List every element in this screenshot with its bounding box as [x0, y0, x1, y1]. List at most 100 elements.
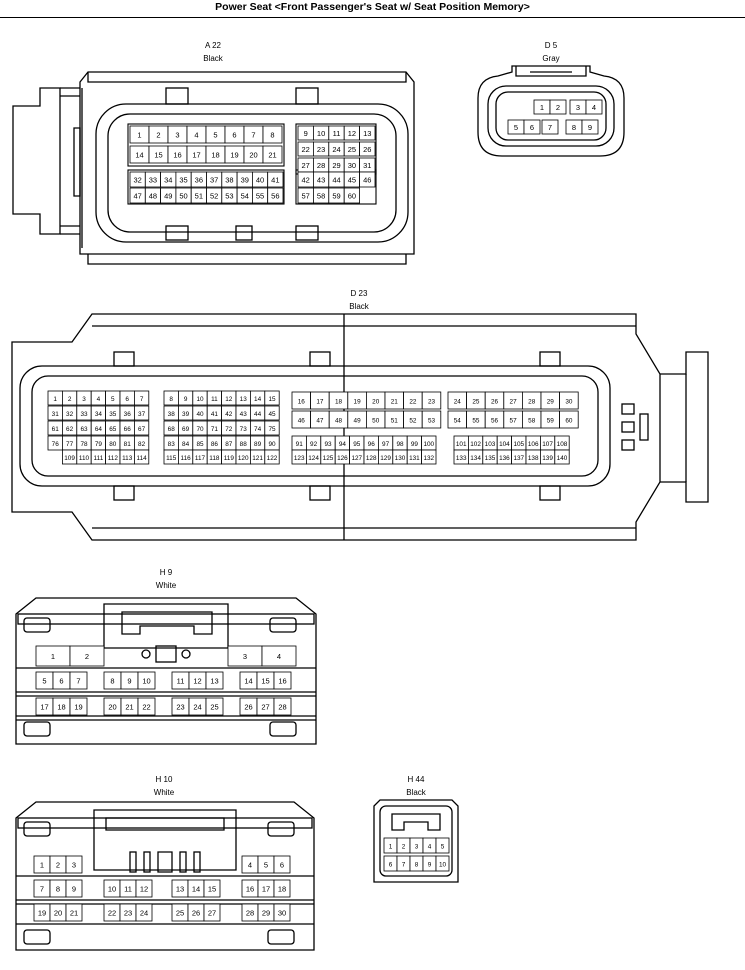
d23-pin-label: 26 — [491, 398, 499, 405]
h10-pin-cell — [65, 903, 83, 922]
d23-pin-label: 102 — [470, 441, 481, 448]
d23-pin-label: 21 — [391, 398, 399, 405]
h10-pin-label: 7 — [40, 884, 44, 893]
h10-pin-label: 14 — [192, 884, 200, 893]
h9-pin-label: 3 — [243, 652, 247, 661]
h9-pin-cell — [69, 671, 88, 690]
d5-pin-label: 3 — [576, 103, 580, 112]
d23-pin-label: 48 — [335, 417, 343, 424]
d23-pin-label: 139 — [542, 455, 553, 462]
d23-pin-label: 16 — [298, 398, 306, 405]
a22-pin-label: 45 — [348, 175, 356, 184]
a22-pin-label: 15 — [154, 150, 162, 159]
h9-pin-label: 5 — [42, 676, 46, 685]
h10-pin-label: 2 — [56, 860, 60, 869]
d23-pin-label: 111 — [94, 455, 104, 462]
d23-pin-label: 138 — [528, 455, 539, 462]
h10-pin-label: 17 — [262, 884, 270, 893]
d23-pin-label: 5 — [111, 396, 115, 403]
d5-pin-label: 7 — [548, 123, 552, 132]
d23-pin-label: 133 — [456, 455, 467, 462]
a22-pin-label: 21 — [268, 150, 276, 159]
h9-pin-label: 14 — [244, 676, 252, 685]
d23-pin-cell — [264, 420, 280, 436]
d23-pin-label: 20 — [372, 398, 380, 405]
d23-connector-body — [11, 313, 709, 541]
a22-pin-label: 28 — [317, 161, 325, 170]
d23-pin-label: 34 — [95, 411, 103, 418]
h10-pin-cell — [273, 879, 291, 898]
d23-pin-label: 58 — [528, 417, 536, 424]
d23-pin-label: 109 — [64, 455, 75, 462]
d23-pin-label: 118 — [209, 455, 220, 462]
d23-pin-label: 134 — [470, 455, 481, 462]
d23-pin-label: 31 — [52, 411, 60, 418]
a22-pin-label: 40 — [256, 175, 264, 184]
d23-pin-label: 72 — [225, 426, 233, 433]
d23-pin-label: 53 — [428, 417, 436, 424]
d23-pin-label: 135 — [485, 455, 496, 462]
d23-pin-label: 46 — [298, 417, 306, 424]
d23-pin-label: 129 — [380, 455, 391, 462]
h10-pin-label: 5 — [264, 860, 268, 869]
d23-pin-label: 140 — [557, 455, 568, 462]
d23-pin-label: 132 — [423, 455, 434, 462]
d23-pin-cell — [421, 449, 437, 465]
d23-pin-label: 32 — [66, 411, 74, 418]
h10-pin-cell — [203, 903, 221, 922]
d23-pin-label: 50 — [372, 417, 380, 424]
d23-pin-label: 98 — [396, 441, 404, 448]
a22-pin-label: 20 — [249, 150, 257, 159]
h10-id-label: H 10 — [156, 775, 173, 784]
d23-pin-label: 128 — [366, 455, 377, 462]
d5-pin-label: 6 — [530, 123, 534, 132]
h10-pin-label: 26 — [192, 908, 200, 917]
a22-pin-label: 43 — [317, 175, 325, 184]
a22-pin-label: 37 — [210, 175, 218, 184]
h9-pin-label: 11 — [177, 676, 185, 685]
d23-pin-label: 44 — [254, 411, 262, 418]
h10-pin-label: 25 — [176, 908, 184, 917]
d23-pin-label: 100 — [423, 441, 434, 448]
d23-pin-label: 37 — [138, 411, 146, 418]
a22-pin-label: 6 — [232, 130, 236, 139]
a22-pin-label: 53 — [225, 191, 233, 200]
h9-pin-label: 17 — [40, 702, 48, 711]
h9-pin-label: 25 — [210, 702, 218, 711]
a22-pin-cell — [359, 125, 376, 141]
d5-pin-cell — [549, 99, 567, 115]
d23-pin-label: 49 — [354, 417, 362, 424]
d23-pin-label: 15 — [268, 396, 276, 403]
d23-pin-label: 112 — [108, 455, 119, 462]
d23-pin-label: 17 — [316, 398, 324, 405]
a22-pin-cell — [359, 171, 376, 188]
d23-pin-label: 39 — [182, 411, 190, 418]
d23-pin-label: 38 — [168, 411, 176, 418]
h10-pin-label: 6 — [280, 860, 284, 869]
d23-pin-label: 28 — [528, 398, 536, 405]
d23-pin-label: 35 — [109, 411, 117, 418]
a22-pin-label: 35 — [179, 175, 187, 184]
d23-pin-label: 89 — [254, 441, 262, 448]
d23-pin-label: 65 — [109, 426, 117, 433]
h10-pin-label: 27 — [208, 908, 216, 917]
h9-color-label: White — [156, 581, 177, 590]
d23-pin-cell — [264, 449, 280, 465]
d23-pin-label: 63 — [80, 426, 88, 433]
h9-pin-label: 1 — [51, 652, 55, 661]
h9-pin-label: 20 — [108, 702, 116, 711]
a22-pin-label: 23 — [317, 145, 325, 154]
d23-pin-label: 71 — [211, 426, 219, 433]
d23-pin-label: 93 — [324, 441, 332, 448]
d23-pin-label: 19 — [354, 398, 362, 405]
a22-pin-label: 17 — [192, 150, 200, 159]
h9-pin-label: 28 — [278, 702, 286, 711]
d5-pin-label: 9 — [588, 123, 592, 132]
a22-pin-cell — [359, 141, 376, 157]
d23-pin-label: 108 — [557, 441, 568, 448]
d23-pin-label: 2 — [68, 396, 72, 403]
h9-pin-cell — [205, 671, 224, 690]
h10-pin-label: 28 — [246, 908, 254, 917]
